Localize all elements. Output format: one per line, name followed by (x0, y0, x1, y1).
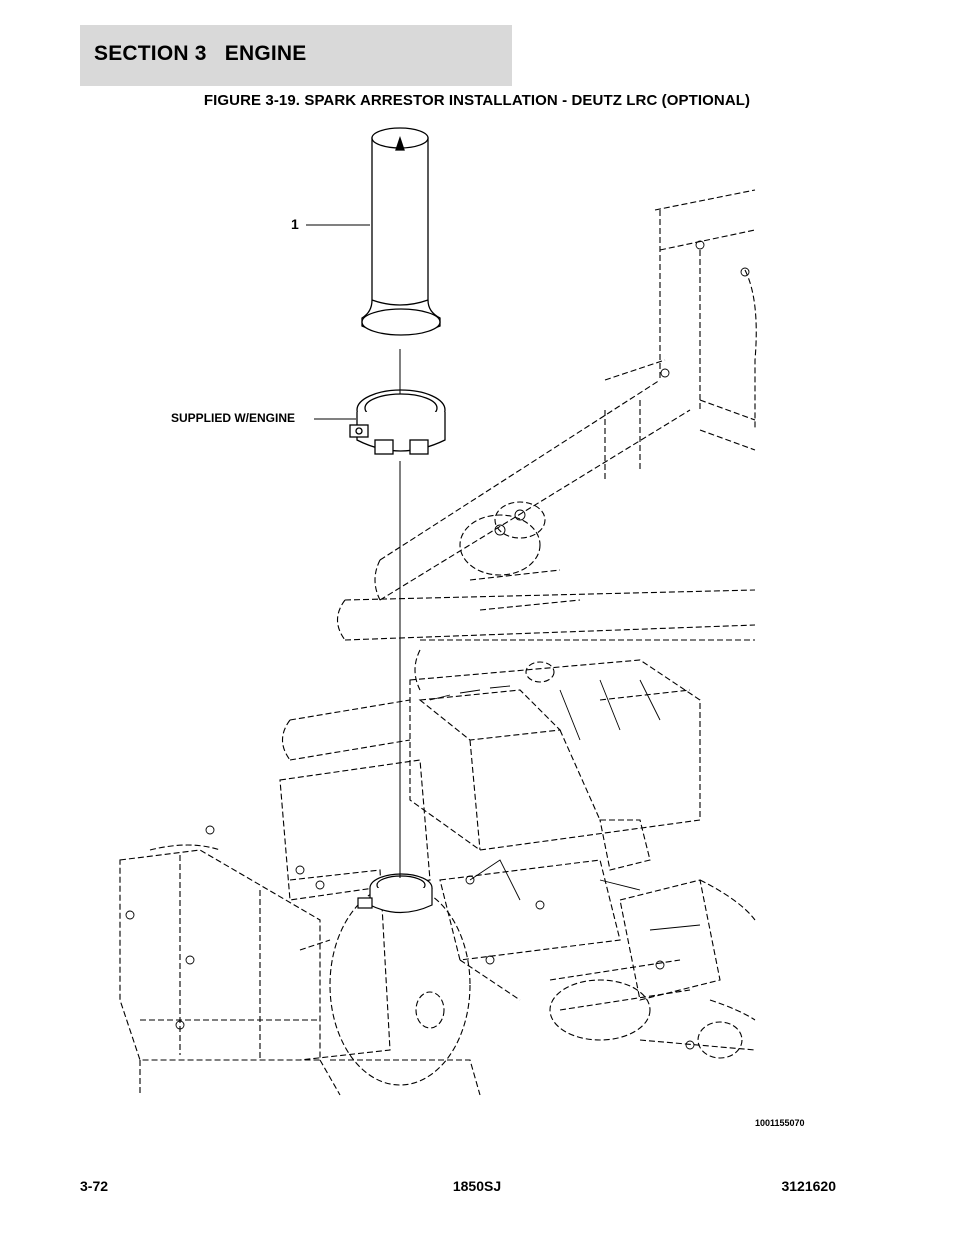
section-title: SECTION 3 ENGINE (94, 42, 307, 65)
spark-arrestor-tube (361, 127, 441, 336)
page-number: 3-72 (80, 1178, 109, 1194)
engine-outline (119, 189, 757, 1096)
figure-title: FIGURE 3-19. SPARK ARRESTOR INSTALLATION… (203, 92, 751, 109)
callout-item-1: 1 (291, 216, 299, 232)
muffler-outlet (357, 873, 433, 914)
section-header: SECTION 3 ENGINE (80, 25, 512, 86)
model-name: 1850SJ (452, 1178, 502, 1194)
engine-detail (125, 240, 750, 1050)
exhaust-clamp (349, 389, 446, 455)
drawing-number: 1001155070 (755, 1118, 805, 1128)
callout-supplied-with-engine: SUPPLIED W/ENGINE (171, 411, 296, 425)
callout-leaders (306, 224, 370, 420)
document-number: 3121620 (781, 1178, 836, 1194)
